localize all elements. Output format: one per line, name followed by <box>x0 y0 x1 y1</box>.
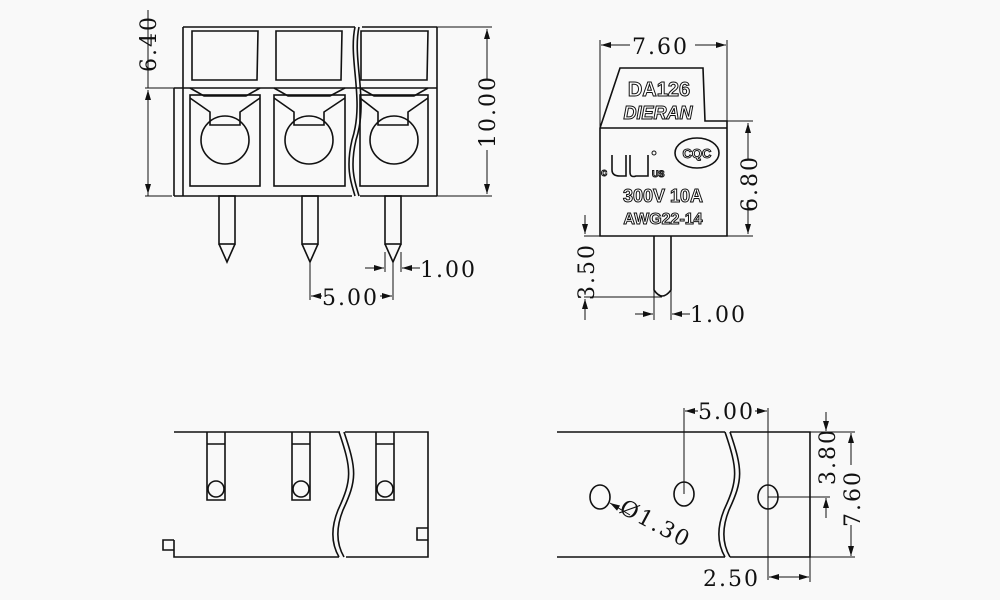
dim-bottom-pitch: 5.00 <box>698 400 755 425</box>
marking-ul-us: US <box>652 169 665 179</box>
hole-1 <box>589 484 611 510</box>
terminal-cell-2 <box>273 30 346 264</box>
dim-height-upper: 6.40 <box>137 15 162 72</box>
marking-model: DA126 <box>628 79 690 101</box>
slot-3 <box>375 432 395 501</box>
dim-width: 7.60 <box>632 35 689 60</box>
dim-side-pin-width: 1.00 <box>690 303 747 328</box>
dim-pitch: 5.00 <box>322 286 379 311</box>
dim-hole-offset: 3.80 <box>816 428 841 485</box>
terminal-cell-3 <box>359 30 429 264</box>
terminal-cell-1 <box>189 30 261 264</box>
dim-depth: 7.60 <box>841 470 866 527</box>
dim-pin-length: 3.50 <box>575 243 600 300</box>
marking-wire: AWG22-14 <box>623 211 702 228</box>
terminal-cells <box>189 30 429 264</box>
marking-brand: DIERAN <box>623 103 693 123</box>
side-view: DA126 DIERAN CQC c US 300V 10A AWG22-14 … <box>575 35 763 328</box>
marking-cqc: CQC <box>683 146 713 161</box>
dim-edge-offset: 2.50 <box>703 567 760 592</box>
bottom-view-right: Ø1.30 5.00 3.80 7.60 2.50 <box>557 400 866 592</box>
front-view: 6.40 10.00 1.00 5.00 <box>137 10 501 311</box>
slot-2 <box>291 432 311 501</box>
marking-ul-c: c <box>601 167 607 179</box>
dim-body-height: 6.80 <box>738 155 763 212</box>
dim-pin-width: 1.00 <box>420 258 477 283</box>
cqc-logo-icon <box>674 137 720 169</box>
slot-1 <box>206 432 226 501</box>
dim-hole-diameter: Ø1.30 <box>615 495 695 553</box>
dim-height-total: 10.00 <box>476 75 501 148</box>
ul-logo-icon <box>611 150 657 178</box>
marking-rating: 300V 10A <box>623 186 703 206</box>
bottom-view-left <box>162 431 429 558</box>
